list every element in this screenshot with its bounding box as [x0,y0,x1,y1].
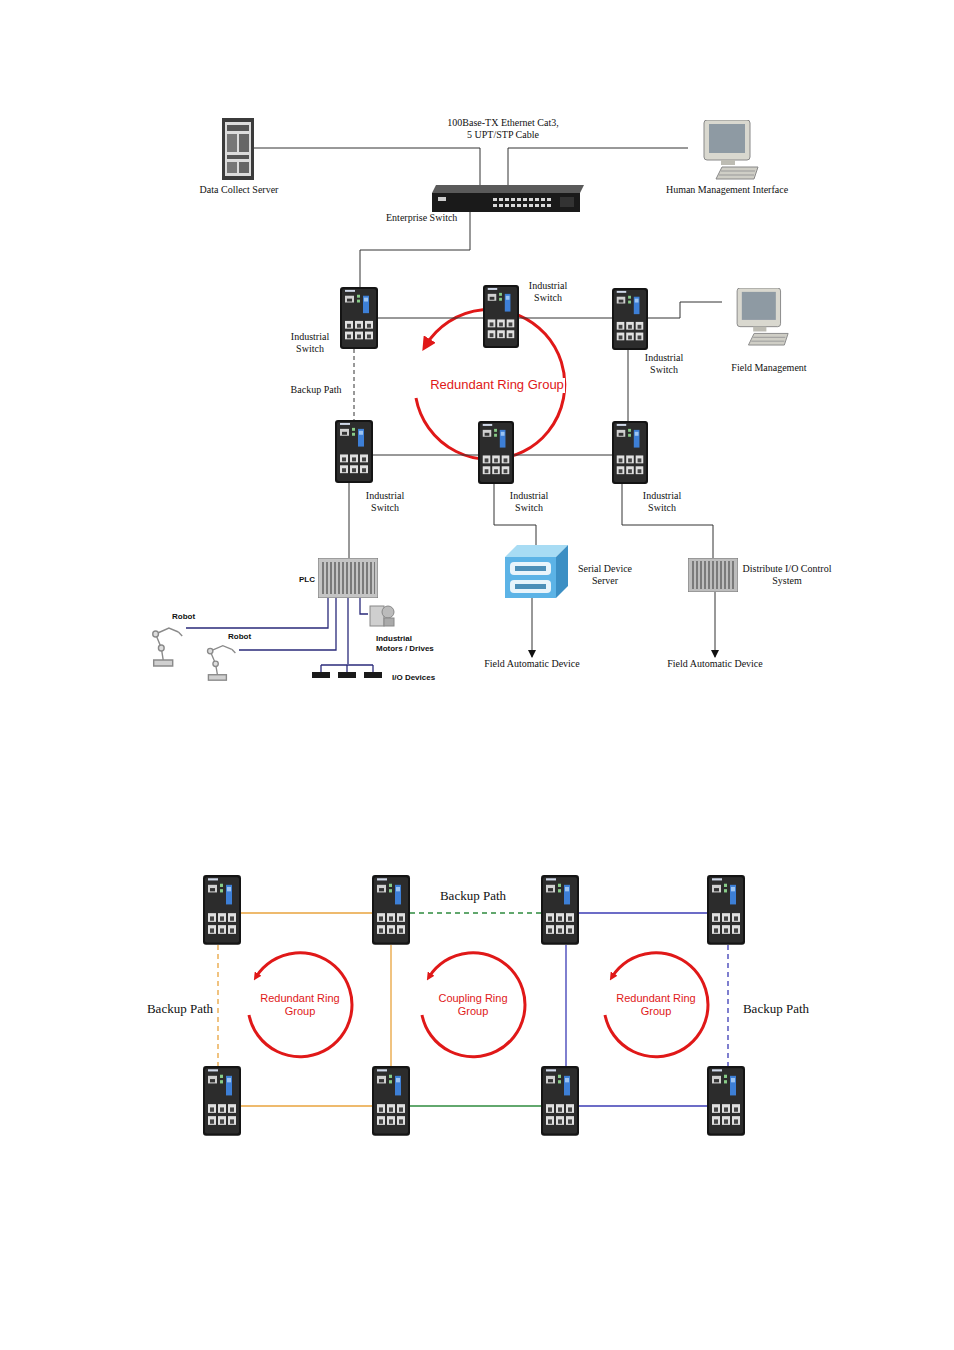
server-icon [222,118,254,180]
device-caption: Field Automatic Device [484,658,580,669]
device-node: Human Management Interface [688,120,760,180]
sw-icon [612,288,648,350]
device-node: Industrial Switch [483,285,519,348]
device-node: Industrial Switch [612,288,648,350]
sds-icon [505,545,568,598]
network-link [254,148,480,185]
network-link [349,483,350,558]
ring-label: Coupling Ring Group [427,992,519,1017]
note-label: Backup Path [440,889,506,904]
device-caption: Industrial Switch [283,331,338,355]
network-link [378,318,483,319]
ent-icon [432,185,584,212]
device-caption: Field Management [731,362,806,374]
monitor-icon [688,120,760,180]
network-link [354,349,355,420]
device-caption: Industrial Switch [358,490,413,514]
device-caption: Field Automatic Device [667,658,763,669]
device-node: Serial Device Server [505,545,568,598]
device-caption: I/O Devices [392,673,435,683]
device-caption: Enterprise Switch [386,212,457,224]
device-node: Industrial Motors / Drives [368,600,396,628]
bottom-switches [203,875,745,1136]
device-caption: Industrial Switch [502,490,557,514]
device-caption: Industrial Motors / Drives [376,634,436,653]
device-node: Industrial Switch [340,287,378,349]
motor-icon [368,600,396,628]
network-link [373,455,478,456]
robot-icon [203,642,239,682]
device-node: Robot [203,642,239,682]
text-node: Field Automatic Device [665,657,765,670]
network-link [186,598,328,628]
note-label: 100Base-TX Ethernet Cat3, 5 UPT/STP Cabl… [444,117,562,140]
sw-icon [483,285,519,348]
device-caption: Human Management Interface [666,184,788,196]
device-node: Enterprise Switch [432,185,584,212]
device-caption: Serial Device Server [575,563,635,587]
network-link [532,598,533,657]
plc-icon [318,558,378,598]
device-node: Industrial Switch [335,420,373,483]
network-link [622,484,713,558]
device-caption: PLC [299,575,315,585]
network-link [360,598,368,614]
dio-icon [688,558,738,592]
network-link [519,318,612,319]
network-link [508,148,688,185]
device-node: Industrial Switch [612,421,648,484]
device-caption: Robot [172,612,195,622]
device-caption: Data Collect Server [200,184,279,196]
device-caption: Robot [228,632,251,642]
device-caption: Industrial Switch [637,352,692,376]
device-node: Distribute I/O Control System [688,558,738,592]
device-node: I/O Devices [312,664,382,678]
device-node: Field Management [722,288,790,346]
network-link [347,598,348,664]
iodev-icon [312,664,382,678]
device-caption: Industrial Switch [521,280,576,304]
device-node: Robot [148,624,186,668]
sw-icon [335,420,373,483]
device-node: Industrial Switch [478,421,514,484]
note-label: Backup Path [743,1002,809,1017]
network-link [514,455,612,456]
note-label: Backup Path [147,1002,213,1017]
bottom-links [218,913,728,1106]
robot-icon [148,624,186,668]
monitor-icon [722,288,790,346]
device-node: Data Collect Server [222,118,254,180]
network-link [648,302,722,318]
ring-arrows [249,953,708,1057]
network-link [360,212,470,287]
network-link [628,350,629,421]
device-node: PLC [318,558,378,598]
sw-icon [612,421,648,484]
device-caption: Industrial Switch [635,490,690,514]
sw-icon [478,421,514,484]
sw-icon [340,287,378,349]
network-link [239,598,336,650]
ring-label: Redundant Ring Group [429,378,565,393]
device-caption: Distribute I/O Control System [742,563,832,587]
ring-label: Redundant Ring Group [610,992,702,1017]
ring-label: Redundant Ring Group [254,992,346,1017]
network-link [715,592,716,657]
text-node: Field Automatic Device [482,657,582,670]
note-label: Backup Path [291,384,342,396]
